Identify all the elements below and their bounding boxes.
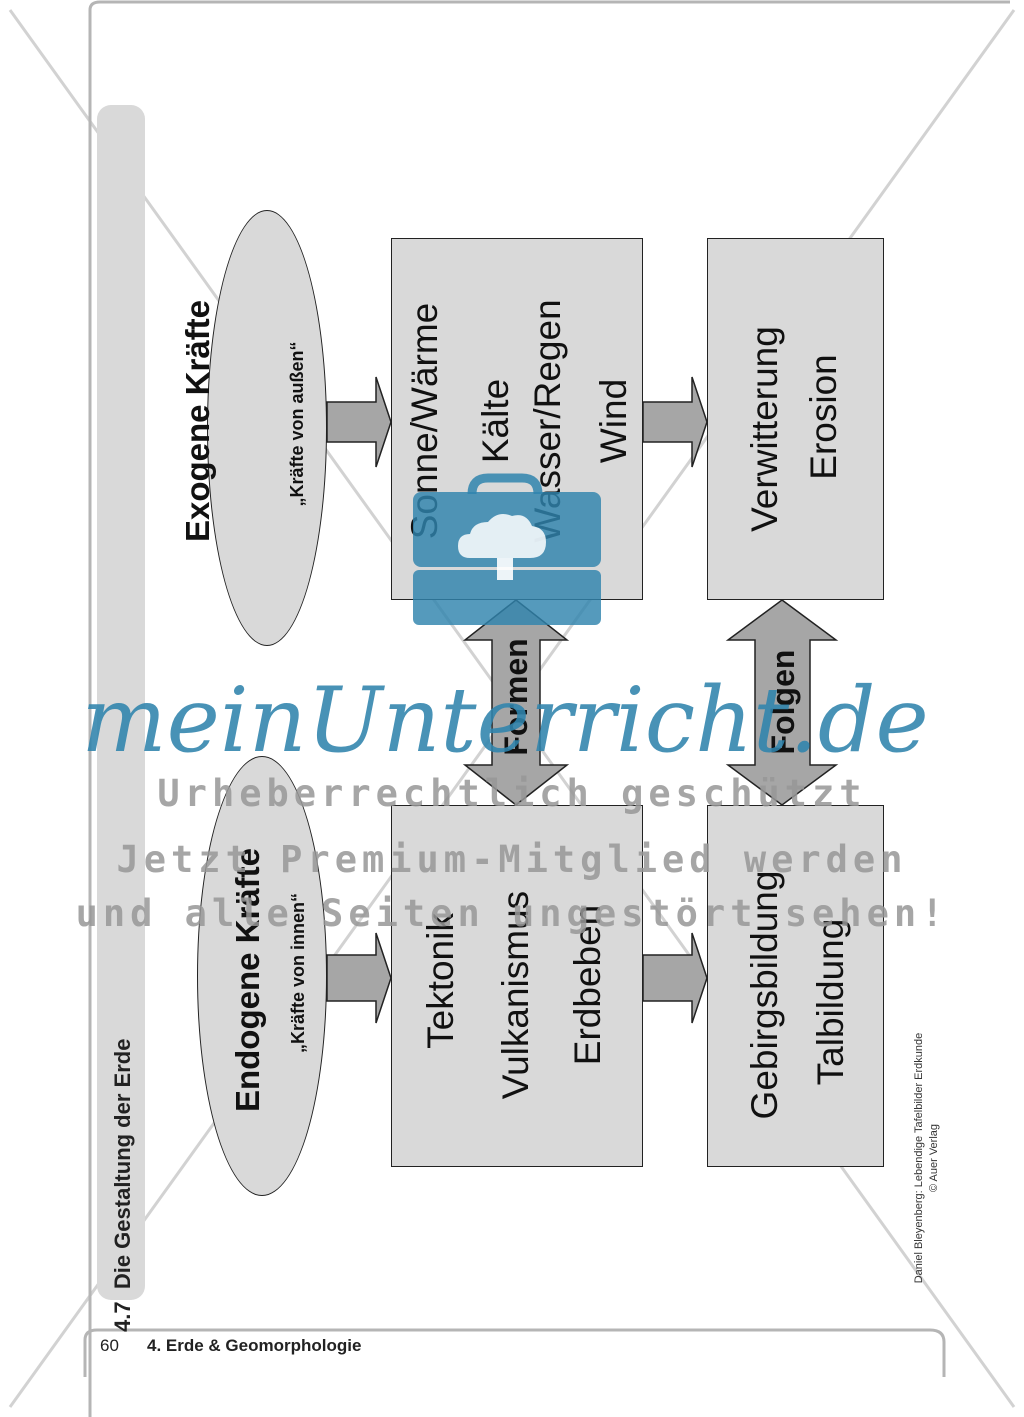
watermark-line-1: Urheberrechtlich geschützt <box>157 772 867 815</box>
watermark-line-3: und alle Seiten ungestört sehen! <box>75 892 949 935</box>
arrow-right-icon <box>326 932 392 1024</box>
chapter-sidebar <box>97 105 145 1300</box>
arrow-right-icon <box>642 932 708 1024</box>
exogen-ellipse <box>207 210 327 646</box>
arrow-right-icon <box>326 376 392 468</box>
watermark-brand: meinUnterricht.de <box>81 668 929 773</box>
endogen-results-box <box>707 805 884 1167</box>
briefcase-icon <box>413 473 601 625</box>
exogen-results-box <box>707 238 884 600</box>
cause-vulkanismus: Vulkanismus <box>495 890 536 1100</box>
watermark-line-2: Jetzt Premium-Mitglied werden <box>116 838 908 881</box>
result-erosion: Erosion <box>803 354 844 480</box>
credit-line-1: Daniel Bleyenberg: Lebendige Tafelbilder… <box>913 1032 925 1284</box>
page-number: 60 <box>100 1336 119 1355</box>
chapter-title: 4. Erde & Geomorphologie <box>147 1336 362 1355</box>
result-verwitterung: Verwitterung <box>744 326 785 532</box>
endogen-causes-box <box>391 805 643 1167</box>
credit-line-2: © Auer Verlag <box>928 1123 940 1193</box>
arrow-right-icon <box>642 376 708 468</box>
endogen-ellipse <box>197 756 327 1196</box>
copyright-credit: Daniel Bleyenberg: Lebendige Tafelbilder… <box>912 1018 946 1298</box>
result-gebirgsbildung: Gebirgsbildung <box>744 870 785 1120</box>
